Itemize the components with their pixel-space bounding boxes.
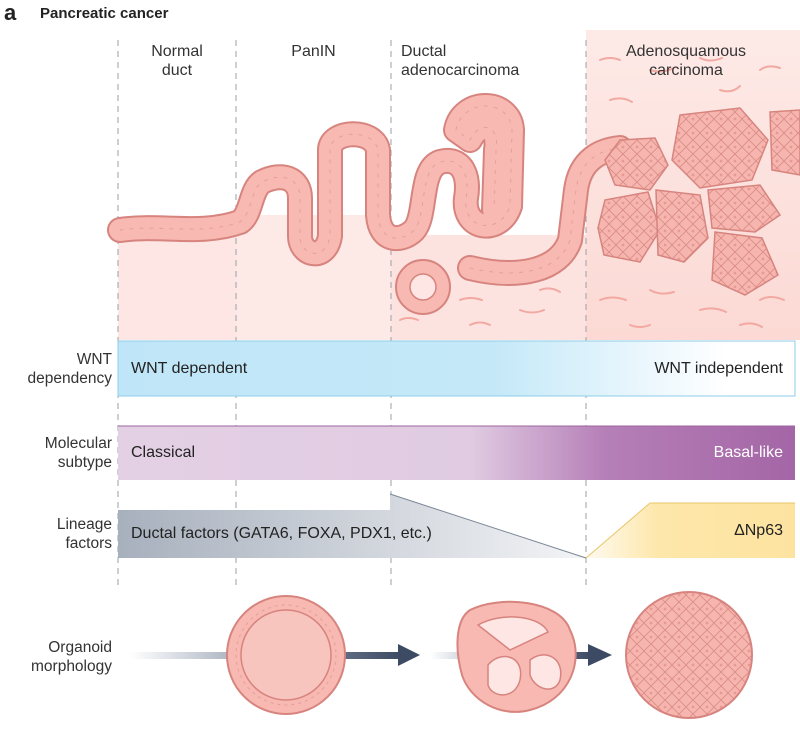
- stage-pdac-line1: Ductal: [401, 43, 447, 60]
- stage-normal-duct: Normal duct: [118, 42, 236, 80]
- panel-letter: a: [4, 0, 17, 25]
- basal-like-text: Basal-like: [713, 444, 783, 461]
- stage-asc-line1: Adenosquamous: [625, 43, 747, 60]
- epithelium-tube: [107, 93, 633, 286]
- stage-panin: PanIN: [236, 42, 391, 61]
- row-label-organoid: Organoid morphology: [31, 638, 112, 676]
- organoid-cyst: [226, 595, 346, 715]
- panin-stroma: [236, 215, 391, 340]
- subtype-bar: [118, 426, 795, 480]
- row-label-wnt-1: WNT: [76, 351, 112, 368]
- stage-dividers: [117, 40, 587, 590]
- stage-normal-line1: Normal: [151, 43, 203, 60]
- pdac-gland: [395, 259, 451, 315]
- row-label-lineage-1: Lineage: [56, 516, 112, 533]
- ductal-factors-shape: [118, 494, 586, 558]
- wnt-independent-text: WNT independent: [654, 360, 783, 377]
- stage-normal-line2: duct: [161, 62, 193, 79]
- stage-asc-line2: carcinoma: [649, 62, 723, 79]
- normal-stroma: [118, 225, 236, 340]
- row-label-subtype-2: subtype: [57, 454, 112, 471]
- stroma-fibers: [399, 57, 785, 328]
- np63-shape: [586, 503, 795, 558]
- classical-text: Classical: [131, 444, 196, 461]
- asc-cell-nests: [597, 107, 800, 296]
- row-label-lineage: Lineage factors: [57, 515, 112, 553]
- stage-asc: Adenosquamous carcinoma: [586, 42, 786, 80]
- row-label-subtype-1: Molecular: [44, 435, 112, 452]
- row-label-organoid-2: morphology: [31, 658, 112, 675]
- organoid-folded: [456, 600, 577, 713]
- row-label-organoid-1: Organoid: [48, 639, 112, 656]
- organoid-solid: [625, 591, 753, 719]
- wnt-bar: [117, 340, 796, 397]
- np63-text: ΔNp63: [734, 522, 783, 539]
- stage-pdac-line2: adenocarcinoma: [401, 62, 520, 79]
- stage-panin-line1: PanIN: [291, 43, 336, 60]
- panel-title: Pancreatic cancer: [40, 5, 169, 22]
- stage-pdac: Ductal adenocarcinoma: [391, 42, 581, 80]
- row-label-wnt: WNT dependency: [28, 350, 112, 388]
- row-label-lineage-2: factors: [65, 535, 112, 552]
- wnt-dependent-text: WNT dependent: [131, 360, 248, 377]
- ductal-factors-text: Ductal factors (GATA6, FOXA, PDX1, etc.): [131, 525, 432, 542]
- row-label-wnt-2: dependency: [27, 370, 112, 387]
- row-label-subtype: Molecular subtype: [45, 434, 112, 472]
